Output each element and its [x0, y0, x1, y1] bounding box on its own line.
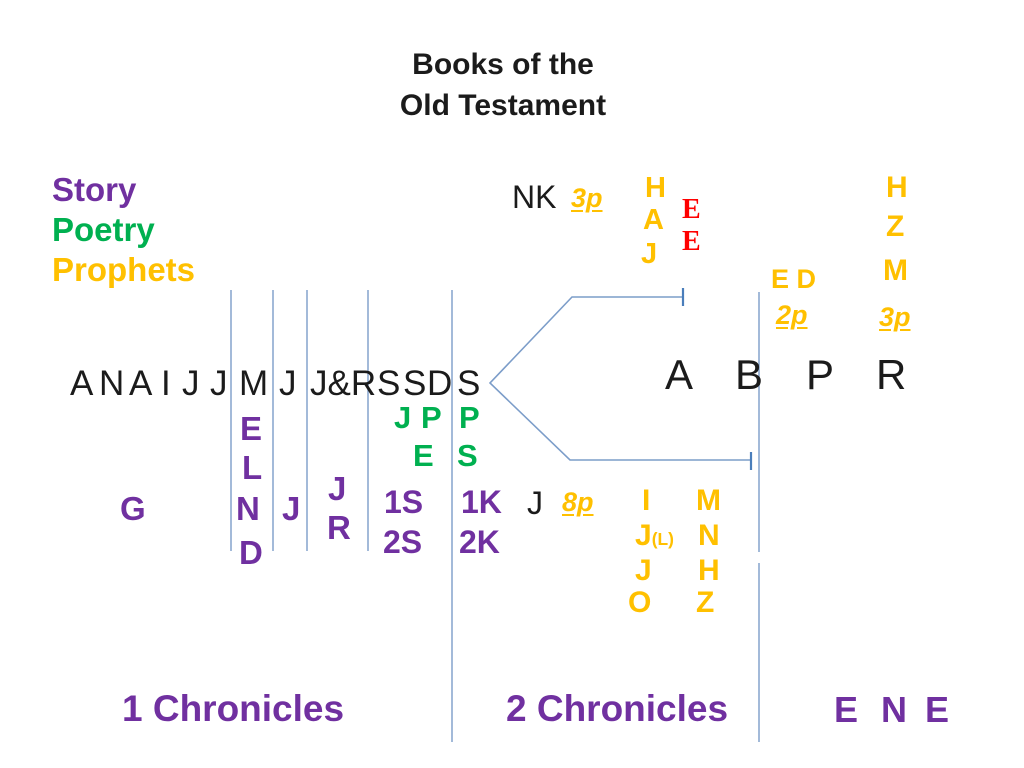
- count-3p-right: 3p: [879, 302, 911, 332]
- row-d: D: [427, 364, 453, 403]
- legend: Story Poetry Prophets: [52, 170, 195, 290]
- green-p1: P: [421, 400, 442, 435]
- green-e: E: [413, 438, 434, 473]
- slide-title: Books of the Old Testament: [0, 44, 1006, 126]
- col-elnd-l: L: [242, 449, 263, 486]
- col-ijjo-j1: J(L): [635, 519, 674, 552]
- col-mnhz-z: Z: [696, 586, 715, 619]
- ene-e2: E: [925, 689, 950, 730]
- red-e-2: E: [682, 226, 701, 257]
- row-j1: J: [182, 364, 200, 403]
- big-b: B: [735, 351, 764, 398]
- book-2k: 2K: [459, 524, 500, 560]
- row-i: I: [161, 364, 171, 403]
- letter-g: G: [120, 490, 146, 527]
- col-hzm-z: Z: [886, 210, 905, 243]
- row-jr: J&R: [310, 364, 377, 403]
- col-ijjo-i: I: [642, 484, 651, 517]
- col-haj-a: A: [643, 204, 664, 236]
- count-2p: 2p: [776, 300, 808, 330]
- col-mnhz-n: N: [698, 519, 720, 552]
- label-1-chronicles: 1 Chronicles: [122, 688, 345, 729]
- row-s3: S: [457, 364, 481, 403]
- row-j3: J: [279, 364, 297, 403]
- green-j: J: [394, 400, 412, 435]
- row-m: M: [239, 364, 269, 403]
- book-1s: 1S: [384, 484, 424, 520]
- col-jr-r: R: [327, 509, 351, 546]
- col-ijjo-j1-suffix: (L): [651, 529, 674, 549]
- row-j2: J: [210, 364, 228, 403]
- label-j-small: J: [527, 485, 543, 521]
- row-n: N: [99, 364, 125, 403]
- ene-n: N: [881, 689, 907, 730]
- row-s1: S: [377, 364, 401, 403]
- label-nk: NK: [512, 179, 557, 215]
- label-ed: E D: [771, 264, 817, 294]
- ene-e1: E: [834, 689, 859, 730]
- green-s: S: [457, 438, 478, 473]
- red-e-1: E: [682, 194, 701, 225]
- legend-prophets: Prophets: [52, 251, 196, 288]
- green-p2: P: [459, 400, 480, 435]
- book-2s: 2S: [383, 524, 423, 560]
- big-p: P: [806, 351, 835, 398]
- row-a2: A: [129, 364, 153, 403]
- col-hzm-m: M: [883, 254, 908, 287]
- slide-title-line1: Books of the: [412, 48, 594, 81]
- col-mnhz-h: H: [698, 554, 720, 587]
- count-8p: 8p: [562, 487, 594, 517]
- legend-poetry: Poetry: [52, 211, 155, 248]
- chevron-bracket: [488, 296, 751, 461]
- col-elnd-e: E: [240, 410, 263, 447]
- col-ijjo-o: O: [628, 586, 652, 619]
- count-3p-top: 3p: [571, 183, 603, 213]
- slide-title-line2: Old Testament: [399, 89, 607, 122]
- col-haj-j: J: [641, 238, 658, 270]
- big-r: R: [876, 351, 907, 398]
- col-ijjo-j2: J: [635, 554, 652, 587]
- book-1k: 1K: [461, 484, 502, 520]
- legend-story: Story: [52, 171, 137, 208]
- letter-j-purple: J: [282, 490, 301, 527]
- col-elnd-n: N: [236, 490, 260, 527]
- col-elnd-d: D: [239, 534, 263, 571]
- row-a1: A: [70, 364, 94, 403]
- col-mnhz-m: M: [696, 484, 721, 517]
- col-jr-j: J: [328, 470, 347, 507]
- row-s2: S: [403, 364, 427, 403]
- col-hzm-h: H: [886, 171, 908, 204]
- label-2-chronicles: 2 Chronicles: [506, 688, 729, 729]
- col-haj-h: H: [645, 172, 666, 204]
- big-a: A: [665, 351, 694, 398]
